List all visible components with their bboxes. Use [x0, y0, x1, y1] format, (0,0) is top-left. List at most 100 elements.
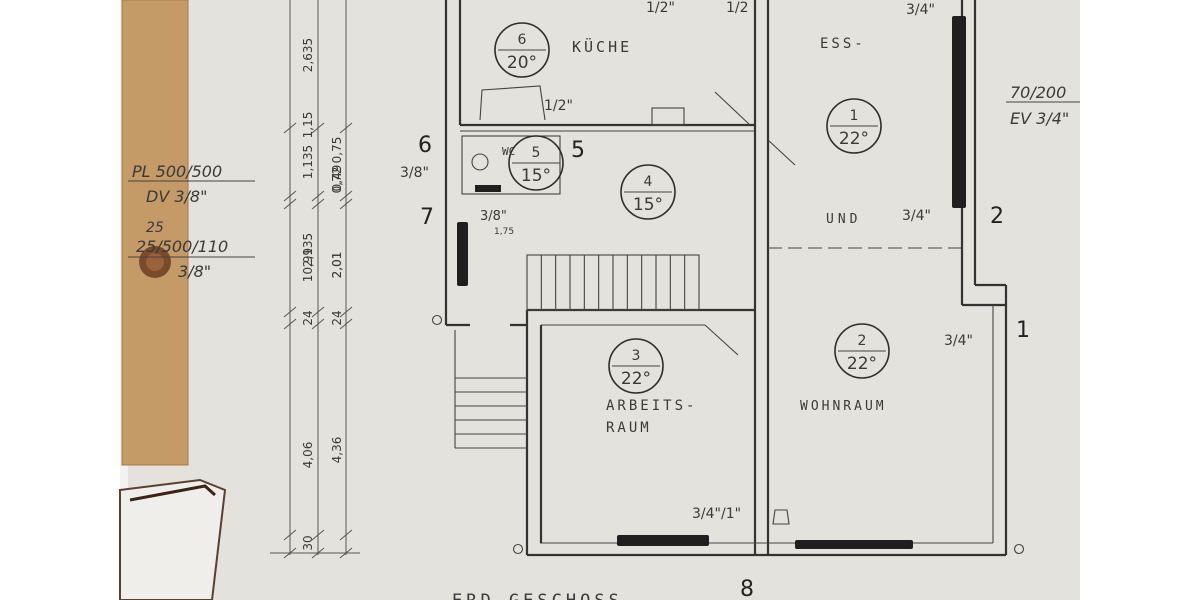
room-number: 2	[858, 333, 867, 349]
dimension-label-a: 24	[301, 310, 315, 325]
note-pl-2: 25/500/110	[136, 237, 228, 256]
dimension-label-a: 1,135	[301, 145, 315, 179]
room-label-arbeits: ARBEITS-	[606, 398, 697, 414]
dimension-tick	[339, 190, 353, 202]
dimension-tick	[311, 529, 325, 541]
room-temperature: 15°	[521, 166, 551, 186]
dimension-tick	[283, 318, 297, 330]
pipe-hall-dim: 1,75	[494, 227, 514, 237]
room-temperature: 15°	[633, 195, 663, 215]
dimension-label-b: 24	[330, 310, 344, 325]
room-number: 4	[644, 174, 653, 190]
torn-corner	[119, 478, 227, 600]
dimension-tick	[339, 122, 353, 134]
room-number: 1	[850, 108, 859, 124]
dimension-label-b: 2,01	[330, 252, 344, 279]
pipe-bottom: 3/4"/1"	[692, 506, 741, 522]
dimension-tick	[283, 529, 297, 541]
room-marker-kueche: 620°	[494, 22, 550, 78]
dimension-tick	[283, 198, 297, 210]
dimension-label-b: 4,36	[330, 437, 344, 464]
paper-sheet	[120, 0, 1080, 600]
marker-8: 8	[740, 577, 754, 600]
room-label-essen: ESS-	[820, 36, 866, 52]
room-marker-circle	[608, 338, 664, 394]
dimension-tick	[283, 122, 297, 134]
marker-7: 7	[420, 205, 434, 230]
pipe-kitchen: 1/2"	[544, 98, 573, 114]
dimension-tick	[311, 306, 325, 318]
room-marker-circle	[620, 164, 676, 220]
room-label-raum: RAUM	[606, 420, 652, 436]
dimension-label-b: 2,01	[330, 252, 344, 279]
floor-title: ERD-GESCHOSS	[452, 591, 623, 600]
radiator-arbeitsraum	[617, 535, 709, 546]
note-right-b: EV 3/4"	[1010, 109, 1069, 128]
room-temperature: 22°	[621, 369, 651, 389]
room-marker-arbeit: 322°	[608, 338, 664, 394]
pipe-right-mid: 3/4"	[902, 208, 931, 224]
dimension-label-b: 0,72	[330, 167, 344, 194]
pipe-top-mid: 1/2	[726, 0, 749, 16]
dimension-label-b: 0,75	[330, 137, 344, 164]
note-pl-1: PL 500/500	[132, 162, 222, 181]
room-label-kueche: KÜCHE	[572, 37, 632, 56]
room-marker-circle	[834, 323, 890, 379]
dimension-label-a: 30	[301, 535, 315, 550]
pipe-wc: 3/8"	[400, 165, 429, 181]
pipe-right-low: 3/4"	[944, 333, 973, 349]
radiator-flur	[457, 222, 468, 286]
room-temperature: 22°	[839, 129, 869, 149]
annotations: KÜCHE WC ESS- UND ARBEITS- RAUM WOHNRAUM…	[128, 0, 1080, 600]
note-dv-1: DV 3/8"	[146, 187, 207, 206]
tape-strip	[122, 0, 188, 465]
room-label-und: UND	[826, 212, 861, 227]
dimension-label-a: 10,99	[301, 248, 315, 282]
room-number: 6	[518, 32, 527, 48]
room-temperature: 22°	[847, 354, 877, 374]
room-temperature: 20°	[507, 53, 537, 73]
dimension-tick	[339, 318, 353, 330]
note-25: 25	[146, 220, 164, 236]
dimension-label-a: 4,06	[301, 442, 315, 469]
marker-5: 5	[571, 138, 585, 163]
dimension-tick	[339, 547, 353, 559]
room-marker-circle	[508, 135, 564, 191]
walls	[431, 0, 1025, 557]
room-marker-flur: 415°	[620, 164, 676, 220]
room-label-wohnraum: WOHNRAUM	[800, 399, 887, 414]
marker-1: 1	[1016, 318, 1030, 343]
dimension-tick	[339, 198, 353, 210]
dimension-label-a: 2,635	[301, 38, 315, 72]
dimension-tick	[283, 190, 297, 202]
dimension-tick	[311, 198, 325, 210]
radiators	[457, 16, 966, 549]
room-marker-essen: 122°	[826, 98, 882, 154]
room-marker-wc: 515°	[508, 135, 564, 191]
room-marker-wohnen: 222°	[834, 323, 890, 379]
radiator-wohnraum	[795, 540, 913, 549]
dimension-lines	[270, 0, 360, 559]
room-markers: 620°515°415°122°322°222°	[494, 22, 890, 394]
marker-6: 6	[418, 133, 432, 158]
pipe-top-left: 1/2"	[646, 0, 675, 16]
room-label-wc: WC	[502, 145, 515, 158]
dimension-tick	[311, 122, 325, 134]
pipe-top-right: 3/4"	[906, 2, 935, 18]
dimension-tick	[311, 190, 325, 202]
marker-2: 2	[990, 204, 1004, 229]
room-marker-circle	[494, 22, 550, 78]
note-dv-2: 3/8"	[178, 262, 211, 281]
dimension-label-a: 2,135	[301, 233, 315, 267]
dimension-tick	[283, 306, 297, 318]
room-marker-circle	[826, 98, 882, 154]
room-number: 3	[632, 348, 641, 364]
dimension-label-b: 0,49	[330, 165, 344, 192]
radiator-essen	[952, 16, 966, 208]
dimension-tick	[339, 529, 353, 541]
radiator-wc	[475, 185, 501, 192]
dimension-tick	[311, 318, 325, 330]
dimension-label-a: 1,15	[301, 112, 315, 139]
